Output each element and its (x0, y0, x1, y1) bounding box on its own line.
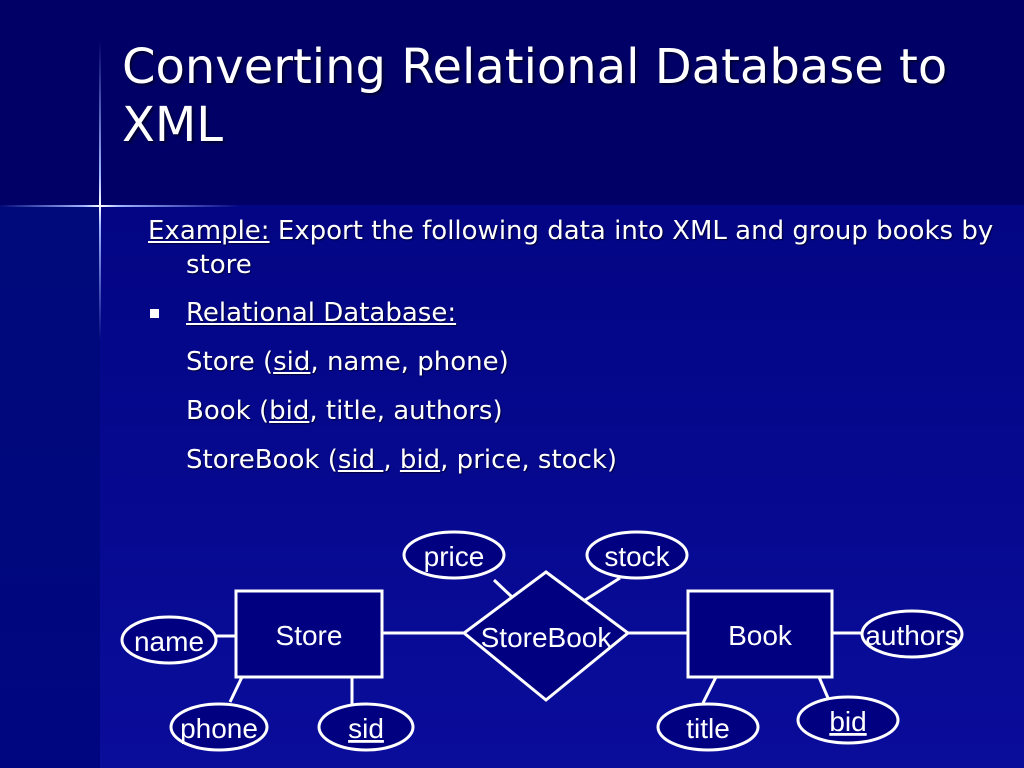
relationship-storebook-label: StoreBook (481, 622, 613, 653)
attribute-stock-label: stock (604, 541, 670, 572)
attribute-phone-ellipse (169, 702, 269, 752)
accent-line-vertical (99, 40, 101, 340)
bullet-relational-database: Relational Database: (148, 296, 1008, 330)
attribute-title-label: title (686, 713, 730, 744)
relation-storebook-key2: bid (399, 445, 441, 475)
relation-store-name: Store ( (186, 347, 274, 377)
relationship-storebook-diamond (461, 570, 631, 702)
connector-book-title (701, 676, 718, 704)
relation-store-rest: , name, phone) (310, 347, 509, 377)
relation-book-rest: , title, authors) (309, 396, 503, 426)
example-text: Export the following data into XML and g… (186, 216, 994, 280)
attribute-price-label: price (424, 541, 485, 572)
attribute-sid-label: sid (348, 713, 384, 744)
connector-price-storebook (492, 578, 514, 599)
attribute-stock-ellipse (585, 530, 689, 580)
attribute-sid-ellipse (317, 702, 415, 752)
relation-storebook-name: StoreBook ( (186, 445, 338, 475)
attribute-name-label: name (134, 626, 204, 657)
relation-storebook-key1: sid (337, 445, 384, 475)
left-band (0, 205, 100, 768)
connector-book-bid (817, 676, 830, 699)
entity-book-box (686, 589, 834, 679)
slide-title: Converting Relational Database to XML (122, 39, 948, 153)
attribute-name-ellipse (120, 615, 218, 665)
accent-line-horizontal (0, 205, 240, 207)
entity-store-box (234, 589, 384, 679)
slide-body: Example: Export the following data into … (148, 214, 1008, 477)
relation-book: Book (bid, title, authors) (148, 394, 1008, 428)
attribute-phone-label: phone (180, 713, 258, 744)
attribute-bid-label: bid (829, 706, 866, 737)
relation-book-key: bid (269, 396, 310, 426)
relation-storebook-rest: , price, stock) (440, 445, 618, 475)
relation-book-name: Book ( (186, 396, 270, 426)
attribute-bid-ellipse (796, 695, 900, 745)
title-band (0, 0, 1024, 205)
relation-storebook: StoreBook (sid , bid, price, stock) (148, 443, 1008, 477)
relation-store: Store (sid, name, phone) (148, 345, 1008, 379)
example-paragraph: Example: Export the following data into … (148, 214, 1008, 282)
entity-book-label: Book (728, 620, 793, 651)
relation-store-key: sid (273, 347, 311, 377)
attribute-price-ellipse (402, 530, 506, 580)
connector-phone-store (228, 676, 244, 703)
bullet-heading: Relational Database: (186, 298, 457, 328)
attribute-title-ellipse (656, 702, 760, 752)
attribute-authors-ellipse (860, 609, 964, 659)
entity-store-label: Store (276, 620, 343, 651)
relation-storebook-sep: , (383, 445, 400, 475)
connector-stock-storebook (581, 576, 621, 604)
example-label: Example: (148, 216, 270, 246)
attribute-authors-label: authors (865, 620, 958, 651)
bullet-square-icon (150, 309, 159, 318)
